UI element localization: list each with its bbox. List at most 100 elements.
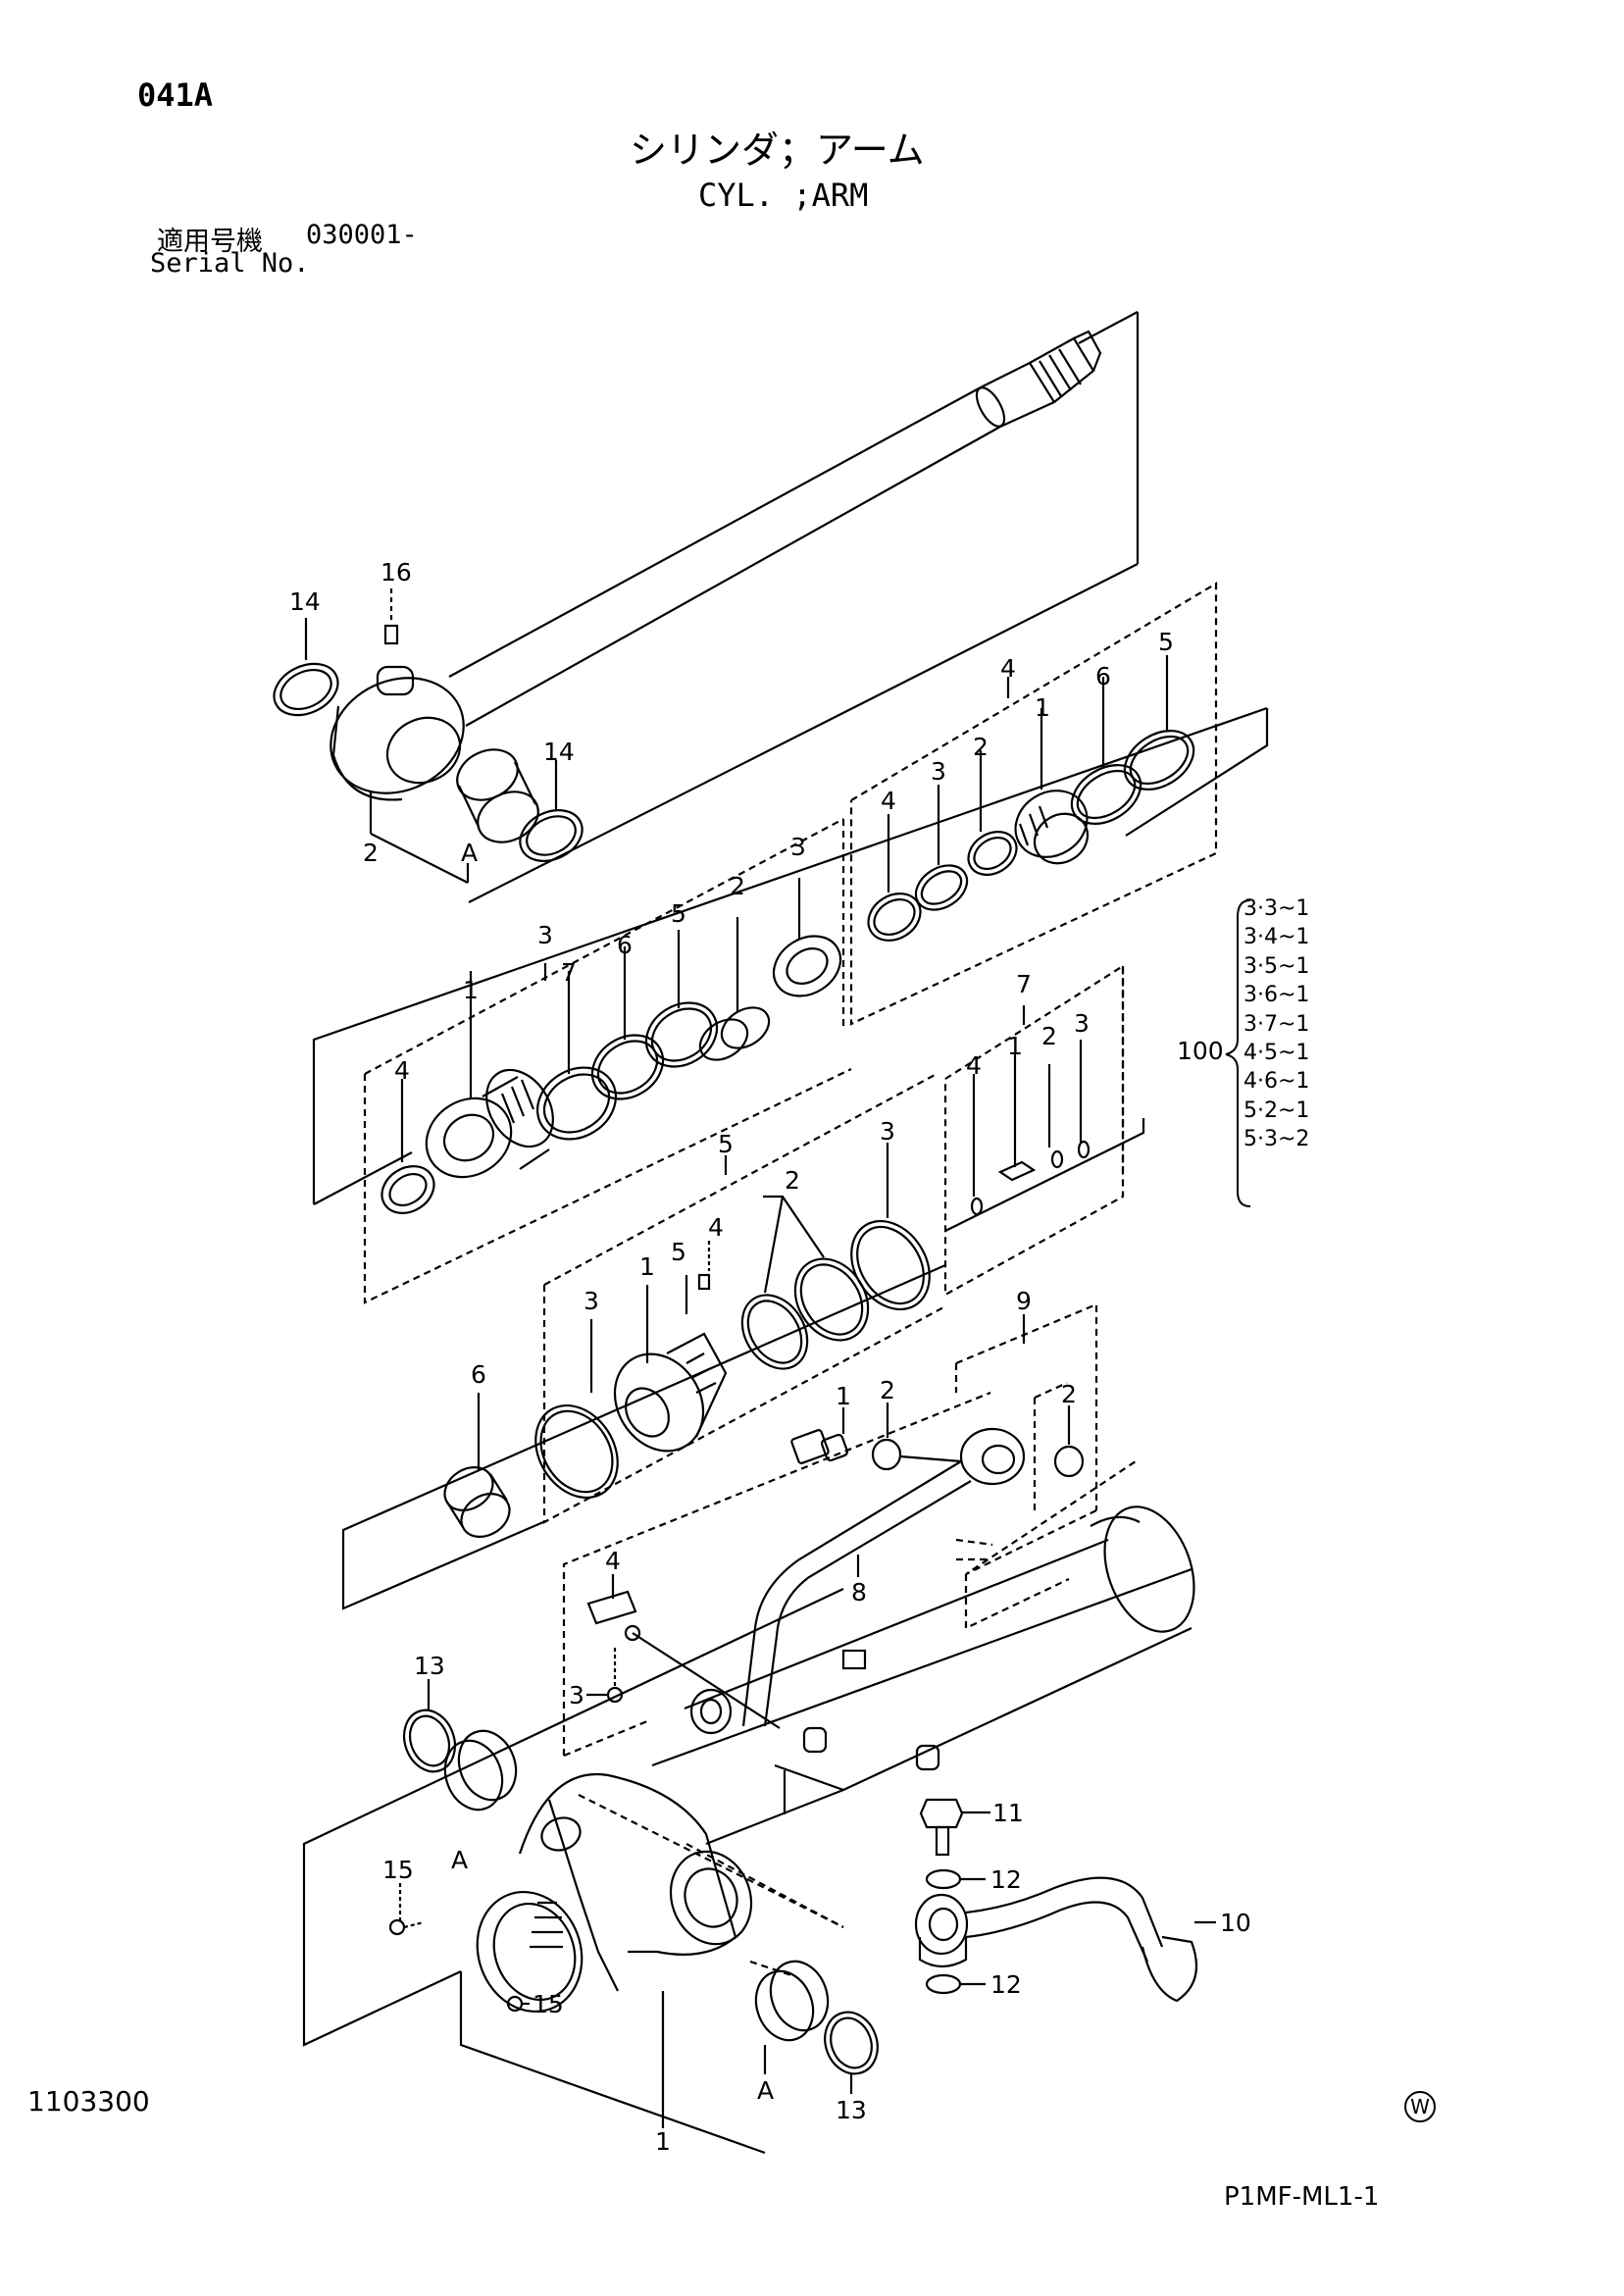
kit-item: 3·7~1: [1243, 1011, 1310, 1037]
callout-piston-3-left: 3: [584, 1287, 599, 1315]
callout-cushion-2: 2: [1041, 1022, 1057, 1050]
seal-kit-list: 3·3~1 3·4~1 3·5~1 3·6~1 3·7~1 4·5~1 4·6~…: [1243, 894, 1309, 1154]
callout-piston-2: 2: [785, 1166, 800, 1195]
callout-piston-1: 1: [639, 1252, 655, 1281]
callout-grease-left: 15: [382, 1856, 414, 1884]
kit-number: 100: [1177, 1037, 1224, 1065]
kit-item: 3·5~1: [1243, 953, 1310, 979]
callout-rod-seal-group: 4: [1000, 654, 1016, 683]
kit-item: 3·4~1: [1243, 925, 1310, 950]
kit-item: 4·5~1: [1243, 1041, 1310, 1066]
callout-tube-bottom-ring: 13: [836, 2096, 867, 2124]
head-group-dashed-box: [363, 818, 852, 1304]
serial-label-english: Serial No.: [150, 248, 310, 279]
kit-item: 5·3~2: [1243, 1127, 1310, 1152]
watermark-circle-icon: W: [1404, 2091, 1436, 2122]
callout-rod-pin: 16: [381, 558, 412, 587]
piston-group-box: [542, 1073, 946, 1524]
fitting-11: [919, 1798, 990, 1857]
callout-oring-top: 12: [990, 1865, 1022, 1894]
oring-12: [925, 1868, 986, 1995]
serial-label-japanese: 適用号機: [157, 227, 263, 257]
callout-head-3: 3: [790, 833, 806, 861]
grease-fittings-15: [388, 1883, 530, 2013]
watermark-symbol: W: [1410, 2095, 1430, 2118]
tube-head: [476, 1770, 787, 2014]
callout-head-6: 6: [617, 931, 633, 959]
kit-item: 5·2~1: [1243, 1097, 1310, 1123]
callout-seal-4: 4: [881, 787, 896, 815]
valve-group-box: [954, 1302, 1137, 1630]
rod-eye: [330, 665, 465, 801]
callout-clamp: 4: [605, 1547, 621, 1575]
valve-parts: [790, 1403, 1085, 1486]
rod-seal-rings: [867, 655, 1195, 942]
cushion-group-box: [943, 963, 1125, 1297]
callout-seal-5: 5: [1158, 628, 1174, 656]
callout-seal-1: 1: [1035, 693, 1050, 722]
callout-head-group: 3: [537, 921, 553, 949]
tube-dashed-lines: [578, 1794, 844, 1978]
rod-ring-right-14: [519, 760, 584, 862]
callout-grease-bottom: 15: [533, 1990, 564, 2018]
callout-rod-ref-a: A: [461, 839, 478, 867]
callout-rod-ring-right: 14: [543, 738, 575, 766]
callout-piston-4: 4: [708, 1213, 724, 1242]
kit-item: 3·3~1: [1243, 896, 1310, 921]
kit-item: 4·6~1: [1243, 1069, 1310, 1095]
hose-10: [914, 1876, 1216, 2003]
drawing-number: 1103300: [27, 2085, 150, 2117]
clamp-group-box: [562, 1391, 993, 1758]
callout-seal-6: 6: [1095, 662, 1111, 690]
callout-cushion-4: 4: [966, 1051, 982, 1080]
callout-rod-bushing: 2: [363, 839, 379, 867]
callout-oring-bottom: 12: [990, 1970, 1022, 1999]
clamp-4: [586, 1574, 781, 1729]
callout-tube-bottom-a: A: [757, 2076, 774, 2105]
callout-tube: 1: [655, 2127, 671, 2156]
serial-number-value: 030001-: [306, 220, 418, 250]
piston-parts: [443, 1143, 931, 1538]
callout-pipe: 8: [851, 1578, 867, 1607]
pipe-8: [741, 1460, 972, 1727]
piston-frame: [341, 1263, 946, 1610]
tube-1: [651, 1505, 1195, 1846]
callout-seal-2: 2: [973, 733, 989, 761]
rod-seal-group-box: [841, 582, 1218, 1028]
callout-fitting: 11: [992, 1799, 1024, 1827]
callout-head-1: 1: [463, 976, 479, 1004]
callout-piston-nut: 6: [471, 1360, 486, 1389]
callout-valve-group: 9: [1016, 1287, 1032, 1315]
callout-rod-ring-left: 14: [289, 587, 321, 616]
callout-hose: 10: [1220, 1909, 1251, 1937]
piston-rod: [448, 311, 1140, 903]
callout-head-7: 7: [561, 958, 577, 987]
callout-cushion-3: 3: [1074, 1009, 1090, 1038]
head-group-frame: [312, 706, 1269, 1205]
callout-head-5: 5: [671, 899, 686, 928]
page-code: 041A: [137, 77, 214, 114]
kit-brace: [1225, 899, 1251, 1207]
callout-head-2: 2: [730, 872, 745, 900]
page-title-english: CYL. ;ARM: [698, 177, 869, 214]
cushion-parts: [970, 1040, 1091, 1216]
callout-piston-5: 5: [671, 1238, 686, 1266]
callout-valve-2-left: 2: [880, 1376, 895, 1404]
rod-bushing-2: [456, 748, 539, 843]
callout-piston-3-right: 3: [880, 1117, 895, 1146]
page-title-japanese: シリンダ；アーム: [630, 128, 925, 172]
rod-ring-left-14: [273, 618, 339, 717]
callout-clamp-bolt: 3: [569, 1681, 584, 1709]
callout-valve-2-right: 2: [1061, 1380, 1077, 1408]
callout-tube-ref-a: A: [451, 1846, 468, 1874]
tube-rings: [402, 1679, 879, 2094]
rod-leaders: [369, 791, 470, 884]
callout-cushion-1: 1: [1007, 1032, 1023, 1060]
callout-seal-3: 3: [931, 757, 946, 786]
callout-valve-1: 1: [836, 1382, 851, 1410]
kit-item: 3·6~1: [1243, 983, 1310, 1008]
callout-piston-group: 5: [718, 1130, 734, 1158]
grease-nipple-16: [383, 588, 399, 645]
